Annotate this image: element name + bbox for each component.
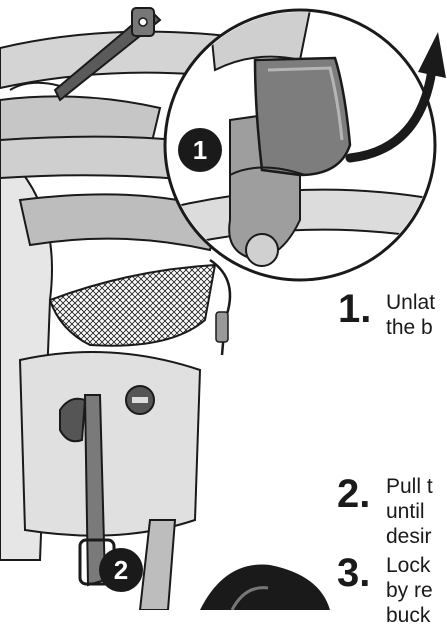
step-3-line-2: by re: [386, 579, 433, 602]
step-2-line-2: until: [386, 500, 425, 523]
step-3-number: 3.: [337, 551, 371, 595]
callout-1: 1: [178, 128, 222, 172]
step-2-number: 2.: [337, 472, 371, 516]
step-2-line-1: Pull t: [386, 475, 433, 498]
storage-basket: [48, 263, 217, 347]
step-1-line-1: Unlat: [386, 291, 436, 314]
step-3-line-1: Lock: [386, 554, 431, 577]
step-1-line-2: the b: [386, 316, 433, 339]
open-arrow-icon: [345, 65, 437, 163]
step-1-number: 1.: [338, 287, 372, 331]
callout-2: 2: [99, 548, 143, 592]
latch-lever: [253, 56, 352, 177]
step-2-line-3: desir: [386, 525, 432, 548]
stroller-illustration: [0, 7, 446, 610]
step-3-line-3: buck: [386, 604, 431, 627]
rear-leg: [138, 519, 177, 610]
seat-bag: [18, 351, 202, 537]
